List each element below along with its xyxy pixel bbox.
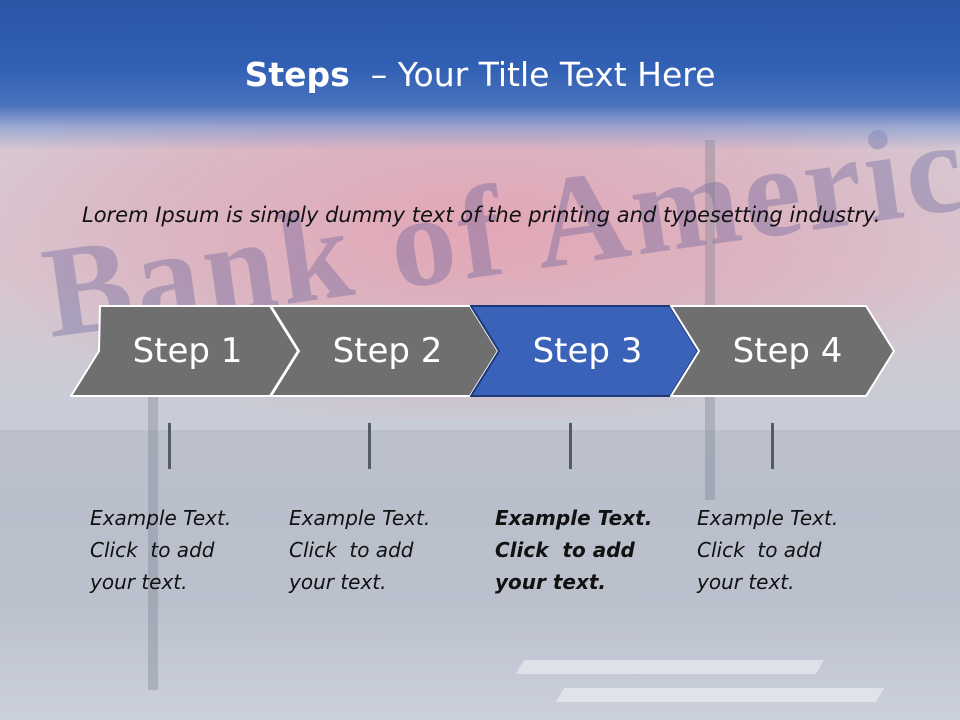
example-line: Click to add — [495, 538, 635, 562]
intro-text[interactable]: Lorem Ipsum is simply dummy text of the … — [82, 203, 881, 227]
title-bold: Steps — [244, 55, 350, 94]
example-text-3[interactable]: Example Text. Click to add your text. — [495, 502, 665, 598]
example-line: Click to add — [697, 538, 822, 562]
street-post — [148, 390, 158, 690]
example-text-2[interactable]: Example Text. Click to add your text. — [289, 502, 459, 598]
step-chevron-3[interactable]: Step 3 — [470, 305, 700, 397]
crosswalk-stripe — [515, 660, 825, 674]
slide-title[interactable]: Steps – Your Title Text Here — [0, 55, 960, 94]
step-label: Step 3 — [532, 331, 643, 371]
connector-line — [569, 423, 572, 469]
example-text-1[interactable]: Example Text. Click to add your text. — [90, 502, 260, 598]
example-line: Click to add — [90, 538, 215, 562]
step-label: Step 4 — [732, 331, 843, 371]
title-band — [0, 0, 960, 150]
example-line: Click to add — [289, 538, 414, 562]
step-label: Step 1 — [132, 331, 243, 371]
step-chevron-2[interactable]: Step 2 — [270, 305, 500, 397]
example-line: Example Text. — [495, 506, 653, 530]
example-line: Example Text. — [697, 506, 839, 530]
connector-line — [368, 423, 371, 469]
example-line: Example Text. — [90, 506, 232, 530]
step-chevron-1[interactable]: Step 1 — [70, 305, 300, 397]
title-rest: – Your Title Text Here — [370, 55, 716, 94]
step-chevron-4[interactable]: Step 4 — [670, 305, 900, 397]
example-line: your text. — [495, 570, 607, 594]
example-line: your text. — [697, 570, 795, 594]
background-street — [0, 430, 960, 720]
chevron-shape — [670, 305, 896, 397]
example-line: your text. — [90, 570, 188, 594]
example-text-4[interactable]: Example Text. Click to add your text. — [697, 502, 867, 598]
step-label: Step 2 — [332, 331, 443, 371]
step-chevrons: Step 1 Step 2 Step 3 Step 4 — [70, 305, 900, 399]
crosswalk-stripe — [555, 688, 885, 702]
example-line: your text. — [289, 570, 387, 594]
connector-line — [771, 423, 774, 469]
example-line: Example Text. — [289, 506, 431, 530]
connector-line — [168, 423, 171, 469]
